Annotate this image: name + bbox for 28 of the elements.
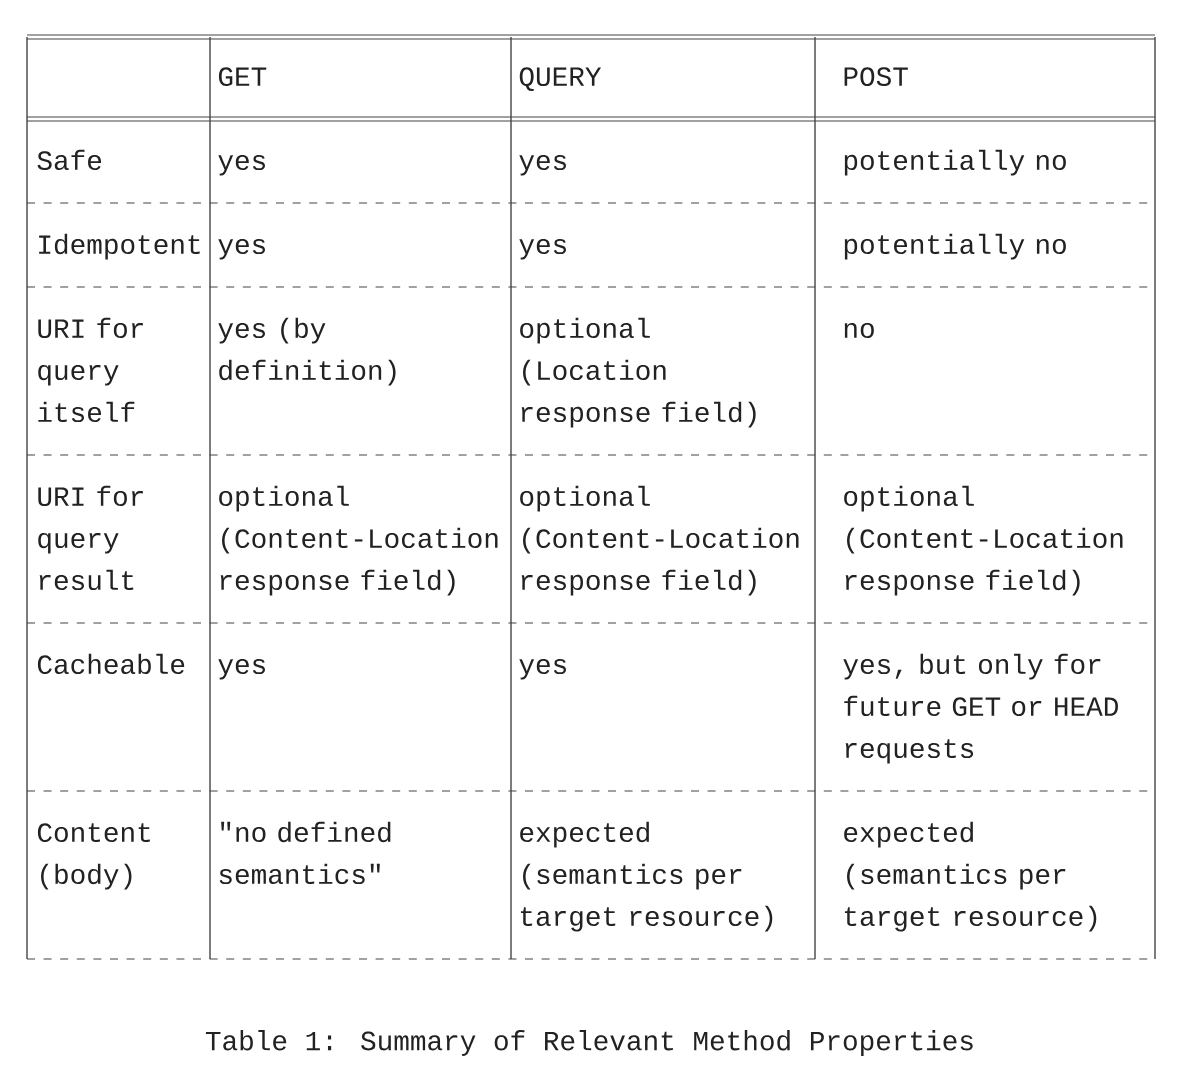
table-cell: yes bbox=[519, 658, 566, 680]
table-cell: yes (by definition) bbox=[218, 317, 396, 386]
table-cell: Safe bbox=[37, 149, 102, 171]
table-cell: Idempotent bbox=[39, 233, 200, 260]
table-cell: optional (Content-Location response field) bbox=[520, 485, 799, 596]
table-cell: GET bbox=[218, 67, 267, 87]
table-cell: yes bbox=[519, 154, 566, 176]
caption: Table 1: Summary of Relevant Method Properties bbox=[205, 1030, 973, 1056]
table-cell: no bbox=[844, 322, 874, 339]
table-cell: potentially no bbox=[844, 149, 1066, 176]
table-cell: potentially no bbox=[844, 233, 1066, 260]
table-cell: yes bbox=[218, 154, 265, 176]
table-cell: yes bbox=[218, 658, 265, 680]
table-cell: yes bbox=[218, 238, 265, 260]
table-cell: yes, but only for future GET or HEAD requests bbox=[843, 653, 1118, 764]
table-cell: expected (semantics per target resource) bbox=[844, 821, 1097, 932]
table-cell: expected (semantics per target resource) bbox=[520, 821, 773, 932]
table-cell: QUERY bbox=[519, 67, 601, 92]
table-cell: optional (Content-Location response field) bbox=[844, 485, 1123, 596]
table-cell: POST bbox=[844, 67, 908, 87]
table-cell: Cacheable bbox=[37, 653, 185, 675]
table-cell: URI for query itself bbox=[38, 317, 143, 423]
table-cell: Content (body) bbox=[37, 823, 150, 890]
table-cell: URI for query result bbox=[38, 485, 143, 591]
table-cell: optional (Content-Location response field) bbox=[219, 485, 498, 596]
table-cell: "no defined semantics" bbox=[219, 821, 391, 885]
table-cell: optional (Location response field) bbox=[520, 317, 756, 428]
table-cell: yes bbox=[519, 238, 566, 260]
